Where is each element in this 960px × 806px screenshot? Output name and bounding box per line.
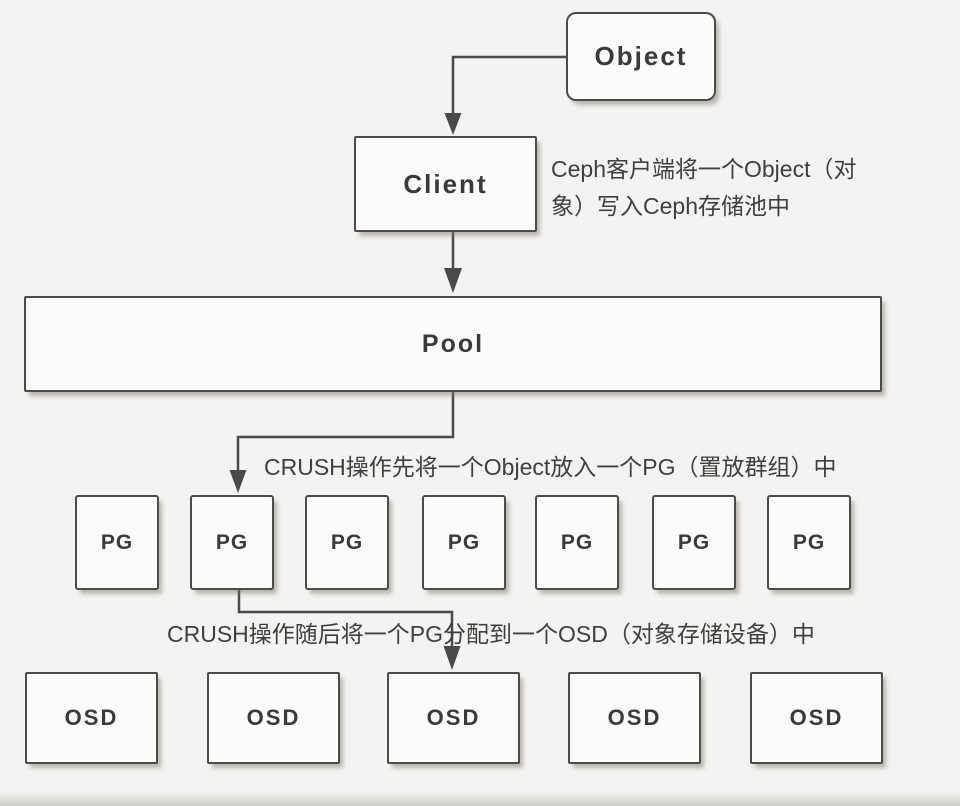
osd-label: OSD [426,705,481,730]
pg-label: PG [792,530,826,554]
pg-label: PG [447,530,481,554]
osd-node: OSD [207,672,340,764]
pool-label: Pool [421,329,485,358]
osd-annotation: CRUSH操作随后将一个PG分配到一个OSD（对象存储设备）中 [167,621,815,647]
pg-label: PG [100,530,134,554]
arrowhead-pool [444,268,462,293]
arrowhead-client [444,113,462,135]
pg-node: PG [422,495,506,590]
pg-node: PG [190,495,274,590]
osd-node: OSD [750,672,883,764]
arrowhead-pg [229,470,247,493]
osd-node: OSD [387,672,520,764]
pg-annotation: CRUSH操作先将一个Object放入一个PG（置放群组）中 [264,454,837,480]
pg-node: PG [652,495,736,590]
pg-label: PG [330,530,364,554]
osd-label: OSD [607,705,662,730]
osd-label: OSD [246,705,301,730]
pg-label: PG [560,530,594,554]
object-node: Object [566,12,716,101]
pg-node: PG [75,495,159,590]
pool-node: Pool [24,296,882,392]
osd-node: OSD [25,672,158,764]
osd-label: OSD [789,705,844,730]
osd-label: OSD [64,705,119,730]
pg-node: PG [535,495,619,590]
pg-label: PG [677,530,711,554]
object-label: Object [594,41,688,71]
client-label: Client [403,168,488,199]
pg-label: PG [215,530,249,554]
osd-node: OSD [568,672,701,764]
pg-node: PG [305,495,389,590]
client-annotation: Ceph客户端将一个Object（对象）写入Ceph存储池中 [551,156,857,219]
connector-object-to-client [444,55,567,135]
client-node: Client [354,136,537,232]
connector-client-to-pool [444,231,462,293]
pg-node: PG [767,495,851,590]
